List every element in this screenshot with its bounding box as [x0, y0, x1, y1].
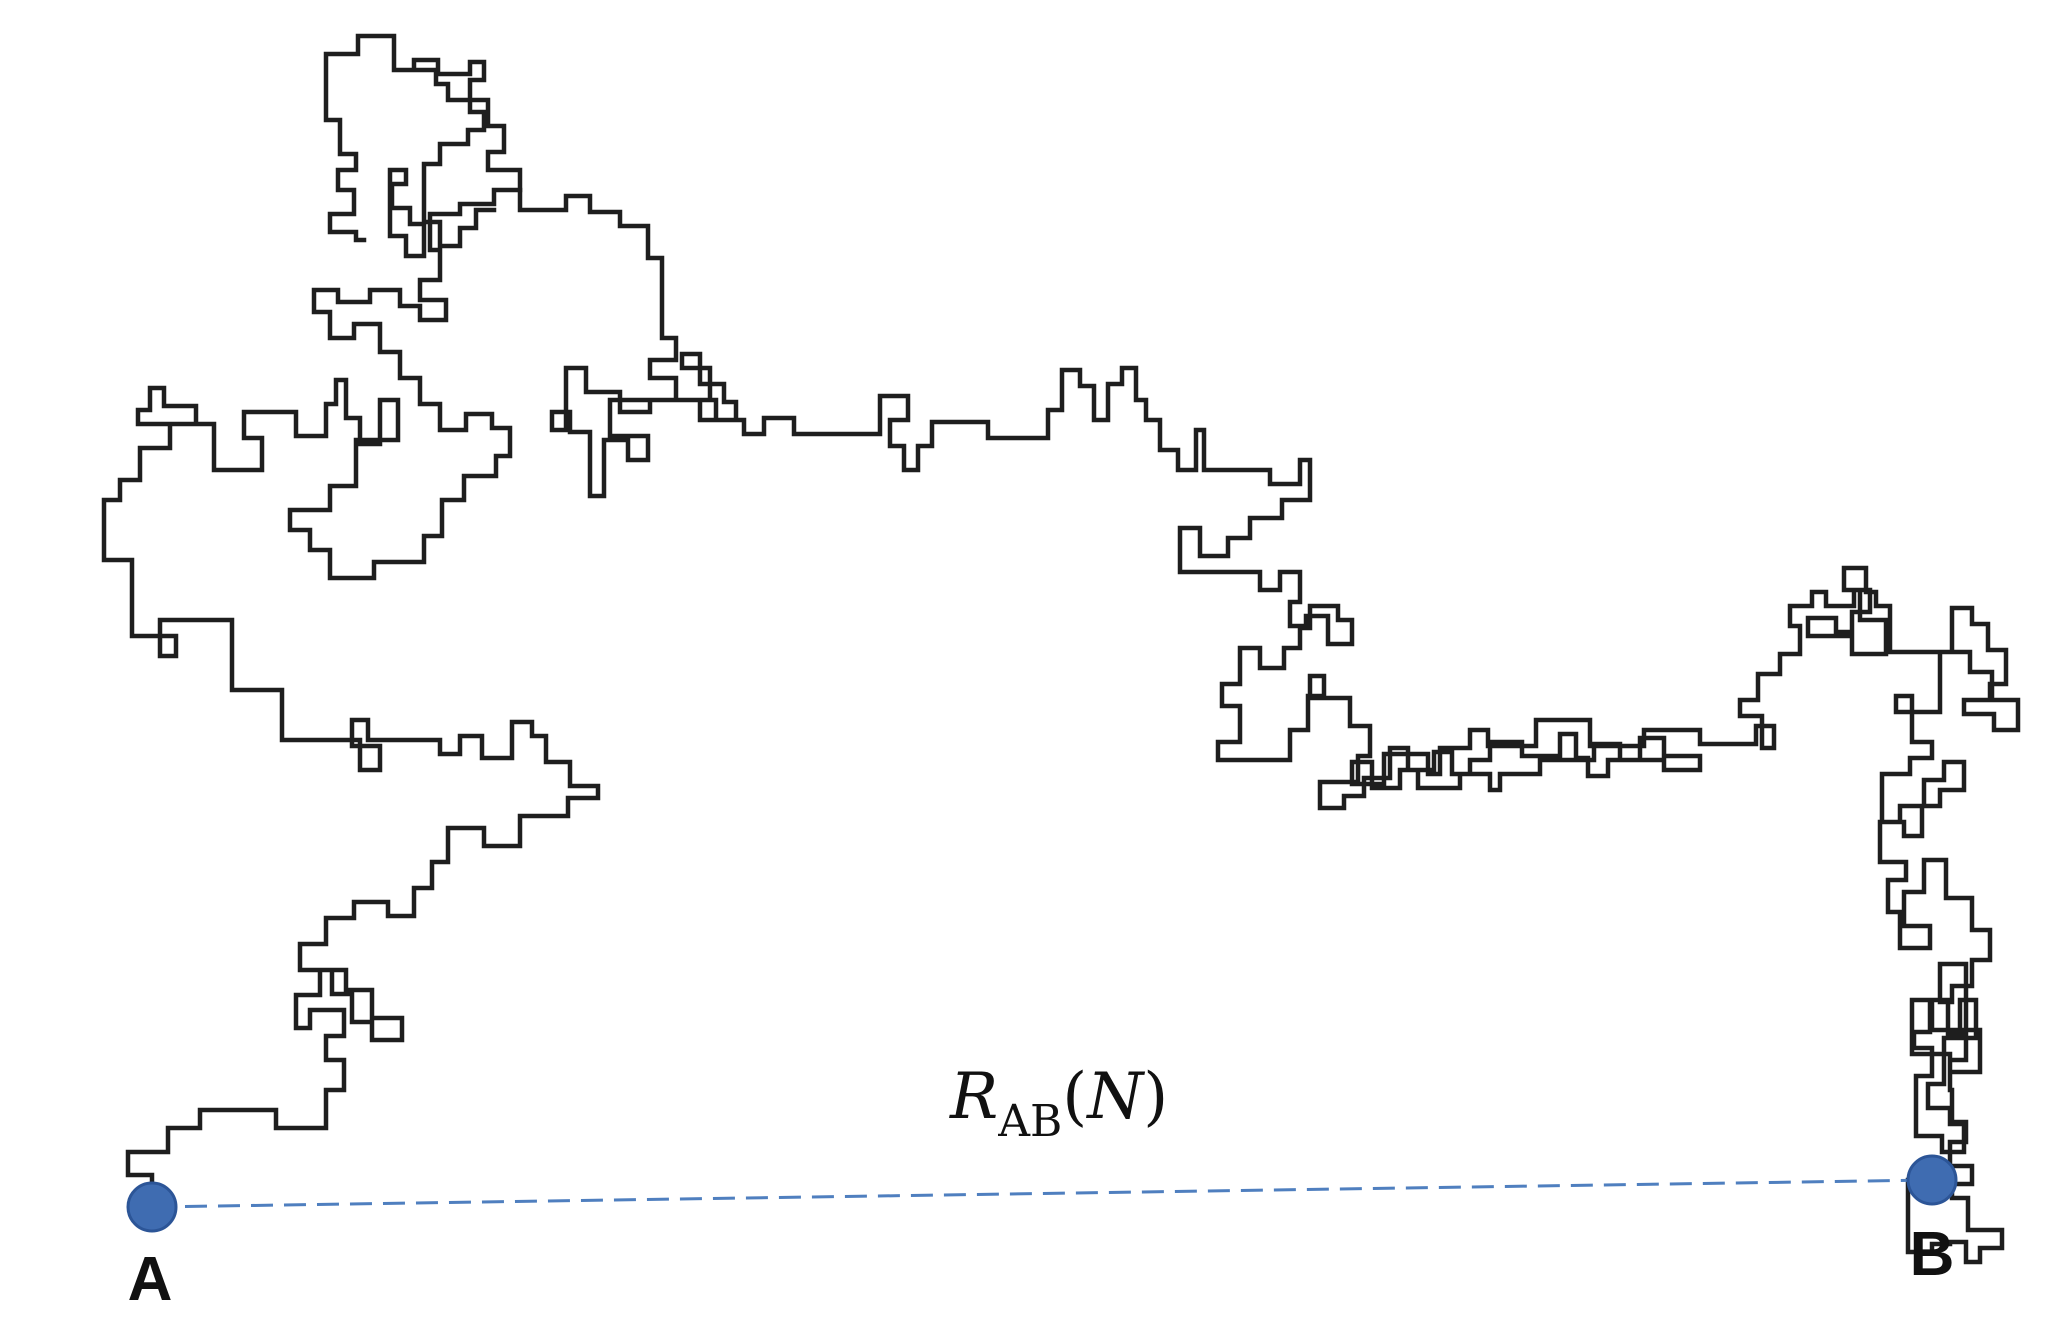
distance-label: RAB(N) [949, 1060, 1168, 1147]
end-to-end-dashed-line [151, 1178, 1933, 1209]
distance-argument: N [1085, 1060, 1145, 1134]
distance-close-paren: ) [1143, 1060, 1168, 1134]
random-walk-path [101, 187, 2021, 1265]
point-b-label: B [1910, 1220, 1955, 1289]
endpoint-b-marker [1906, 1154, 1958, 1206]
distance-open-paren: ( [1062, 1060, 1087, 1134]
endpoint-a-marker [126, 1181, 178, 1233]
point-a-label: A [128, 1245, 173, 1314]
distance-subscript: AB [997, 1096, 1062, 1147]
random-walk-path-upper [323, 33, 523, 259]
distance-symbol: R [949, 1060, 998, 1134]
